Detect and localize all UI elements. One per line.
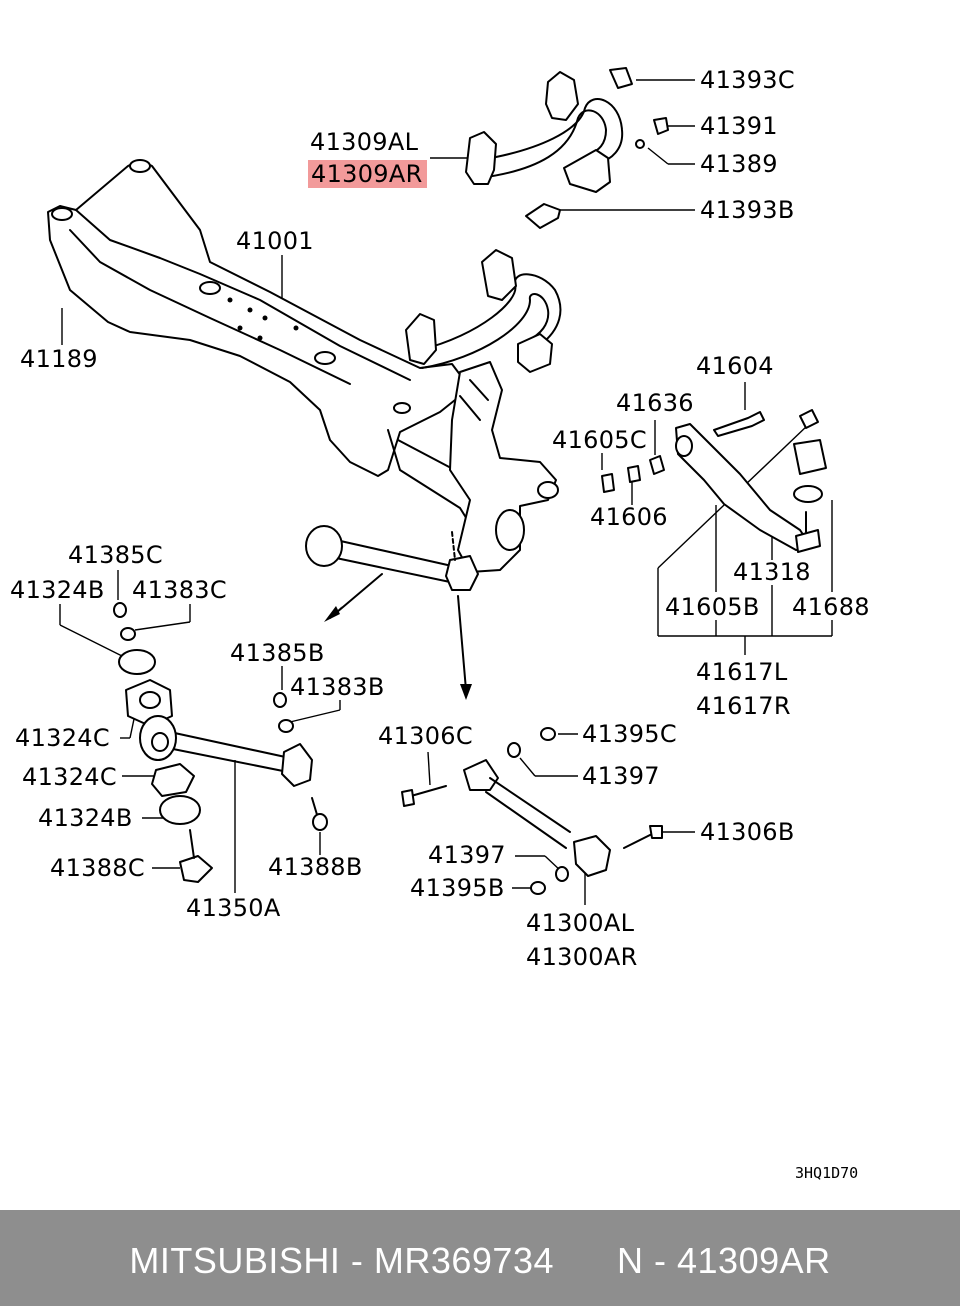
label-41189: 41189 xyxy=(20,345,98,373)
stabilizer-bar-installed xyxy=(405,249,562,373)
label-41617L: 41617L xyxy=(696,658,788,686)
label-41309AR-highlighted: 41309AR xyxy=(308,160,427,188)
knuckle xyxy=(449,361,559,573)
label-41605C: 41605C xyxy=(552,426,647,454)
label-41688: 41688 xyxy=(792,593,870,621)
label-41606: 41606 xyxy=(590,503,668,531)
lower-arm-41350A xyxy=(113,602,328,883)
label-41617R: 41617R xyxy=(696,692,791,720)
label-41300AR: 41300AR xyxy=(526,943,638,971)
label-41309AL: 41309AL xyxy=(310,128,419,156)
diagram-code: 3HQ1D70 xyxy=(795,1164,859,1182)
stabilizer-bar-upper xyxy=(465,67,669,229)
label-41306B: 41306B xyxy=(700,818,795,846)
label-41395C: 41395C xyxy=(582,720,677,748)
upper-arm-41617 xyxy=(601,409,827,553)
label-41324B-bottom: 41324B xyxy=(38,804,133,832)
label-41306C: 41306C xyxy=(378,722,473,750)
label-41397-a: 41397 xyxy=(582,762,660,790)
label-41318: 41318 xyxy=(733,558,811,586)
footer-part-text: MITSUBISHI - MR369734 N - 41309AR xyxy=(129,1240,831,1281)
label-41389: 41389 xyxy=(700,150,778,178)
label-41324C-a: 41324C xyxy=(15,724,110,752)
label-41001: 41001 xyxy=(236,227,314,255)
lower-arm-installed xyxy=(305,525,479,700)
label-41383B: 41383B xyxy=(290,673,385,701)
label-41395B: 41395B xyxy=(410,874,505,902)
label-41388C: 41388C xyxy=(50,854,145,882)
label-41300AL: 41300AL xyxy=(526,909,635,937)
label-41397-b: 41397 xyxy=(428,841,506,869)
footer-bar: MITSUBISHI - MR369734 N - 41309AR xyxy=(0,1210,960,1306)
label-41393B: 41393B xyxy=(700,196,795,224)
diagram-drawing xyxy=(47,67,833,905)
label-41385C: 41385C xyxy=(68,541,163,569)
label-41324B-top: 41324B xyxy=(10,576,105,604)
label-41391: 41391 xyxy=(700,112,778,140)
label-41636: 41636 xyxy=(616,389,694,417)
label-41383C: 41383C xyxy=(132,576,227,604)
trailing-arm-41300 xyxy=(401,727,663,895)
parts-diagram: 41393C 41391 41389 41309AL 41309AR 41393… xyxy=(10,66,870,1182)
label-41393C: 41393C xyxy=(700,66,795,94)
label-41385B: 41385B xyxy=(230,639,325,667)
label-41388B: 41388B xyxy=(268,853,363,881)
label-41350A: 41350A xyxy=(186,894,281,922)
label-41605B: 41605B xyxy=(665,593,760,621)
label-41324C-b: 41324C xyxy=(22,763,117,791)
label-41604: 41604 xyxy=(696,352,774,380)
